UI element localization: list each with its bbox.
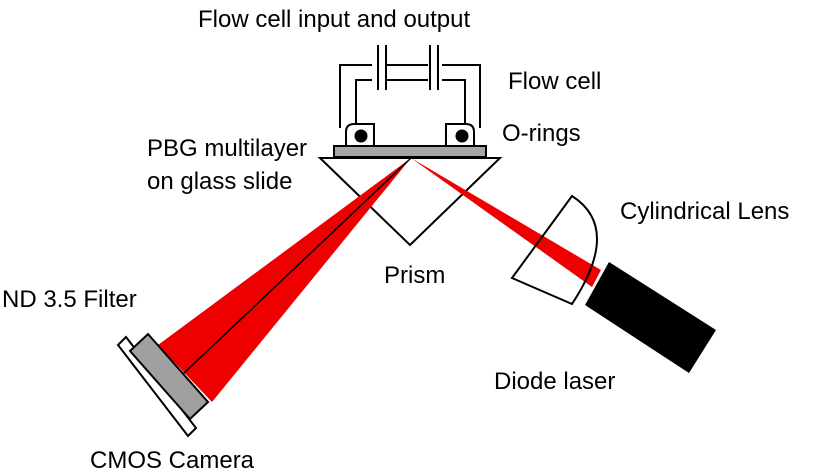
o-rings	[345, 123, 475, 147]
laser-beams	[158, 157, 601, 402]
label-pbg-line2: on glass slide	[147, 168, 292, 195]
label-o-rings: O-rings	[502, 120, 581, 147]
pbg-slide	[333, 145, 487, 158]
label-pbg-line1: PBG multilayer	[147, 135, 307, 162]
label-prism: Prism	[384, 262, 445, 289]
diode-laser	[585, 262, 716, 373]
label-cmos-camera: CMOS Camera	[90, 447, 255, 474]
label-cylindrical-lens: Cylindrical Lens	[620, 198, 789, 225]
label-diode-laser: Diode laser	[494, 368, 615, 395]
label-nd-filter: ND 3.5 Filter	[2, 286, 137, 313]
reflected-beam	[158, 158, 411, 402]
incident-beam	[411, 158, 601, 287]
cmos-camera	[116, 335, 198, 438]
flow-cell	[339, 45, 481, 128]
label-flow-io: Flow cell input and output	[198, 6, 471, 33]
cylindrical-lens	[510, 194, 598, 306]
label-flow-cell: Flow cell	[508, 68, 601, 95]
nd-filter	[128, 332, 210, 421]
